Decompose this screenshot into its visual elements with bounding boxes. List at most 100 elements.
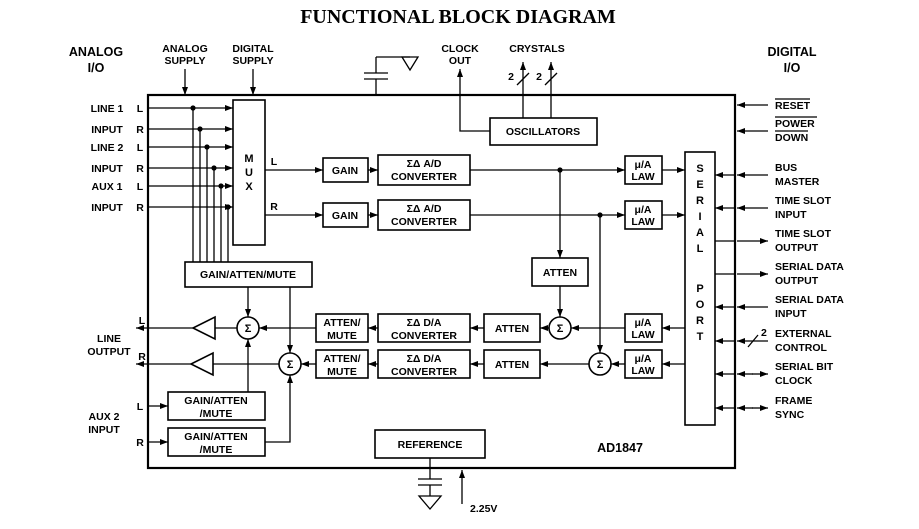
- line1-r-label: R: [136, 124, 144, 136]
- mux-letter-x: X: [245, 181, 253, 193]
- port-to-law-wires: [571, 325, 685, 367]
- serial-data-output-label-1: SERIAL DATA: [775, 261, 844, 273]
- external-control-bus-width: 2: [761, 327, 767, 339]
- law-label-adc-r-2: LAW: [631, 216, 654, 228]
- serial-data-output-label-2: OUTPUT: [775, 275, 819, 287]
- line1-input-label-2: INPUT: [91, 124, 123, 136]
- law-label-dac-l-2: LAW: [631, 329, 654, 341]
- reset-label: RESET: [775, 100, 811, 112]
- analog-input-lines: [148, 105, 233, 210]
- time-slot-output-label-2: OUTPUT: [775, 242, 819, 254]
- oscillators-block: [489, 117, 598, 146]
- dac-to-attenmute-wires: [368, 325, 378, 367]
- attenmute-to-sum-wires: [259, 325, 316, 367]
- crystal-bus-width-left: 2: [508, 71, 514, 83]
- aux1-input-label-2: INPUT: [91, 202, 123, 214]
- atten-mute-label-r-1: ATTEN/: [323, 353, 360, 365]
- oscillators-label: OSCILLATORS: [506, 126, 580, 138]
- line1-l-label: L: [137, 103, 144, 115]
- line2-input-label-2: INPUT: [91, 163, 123, 175]
- external-control-label-1: EXTERNAL: [775, 328, 832, 340]
- chip-name-label: AD1847: [597, 441, 643, 455]
- sigma-label: Σ: [287, 359, 294, 371]
- time-slot-output-label-1: TIME SLOT: [775, 228, 832, 240]
- aux2-gain-block-l: [167, 391, 266, 421]
- sum-to-atten-wires: [540, 325, 589, 367]
- atten-to-dac-wires: [470, 325, 484, 367]
- aux2-l-label: L: [137, 401, 144, 413]
- chip-boundary: [146, 93, 737, 470]
- dac-label-l-2: CONVERTER: [391, 330, 457, 342]
- mux-letter-u: U: [245, 167, 253, 179]
- power-down-label-2: DOWN: [775, 132, 808, 144]
- law-label-adc-r-1: μ/A: [635, 204, 652, 216]
- line2-input-label-1: LINE 2: [91, 142, 124, 154]
- gain-label-r: GAIN: [332, 210, 358, 222]
- monitor-tap-wires: [190, 105, 231, 262]
- aux2-gain-label-l-2: /MUTE: [200, 408, 233, 420]
- aux2-r-label: R: [136, 437, 144, 449]
- clock-out-label-1: CLOCK: [441, 43, 479, 55]
- analog-supply-label-1: ANALOG: [162, 43, 208, 55]
- atten-mute-block-r: [315, 349, 369, 379]
- serial-data-input-label-2: INPUT: [775, 308, 807, 320]
- reference-block: [374, 429, 486, 459]
- serial-port-letter: P: [696, 283, 703, 295]
- reference-capacitor-icon: [418, 458, 442, 496]
- aux2-gain-block-r: [167, 427, 266, 457]
- gain-atten-mute-label: GAIN/ATTEN/MUTE: [200, 269, 296, 281]
- line2-r-label: R: [136, 163, 144, 175]
- analog-supply-label-2: SUPPLY: [164, 55, 205, 67]
- aux2-gain-label-r-2: /MUTE: [200, 444, 233, 456]
- gain-block-r: [322, 202, 369, 228]
- serial-port-letter: S: [696, 163, 703, 175]
- law-label-adc-l-1: μ/A: [635, 159, 652, 171]
- atten-label-dac-l: ATTEN: [495, 323, 529, 335]
- sigma-label: Σ: [245, 323, 252, 335]
- serial-port-letter: R: [696, 315, 704, 327]
- crystal-bus-width-right: 2: [536, 71, 542, 83]
- bus-master-label-2: MASTER: [775, 176, 820, 188]
- atten-block-dac-r: [483, 349, 541, 379]
- page-title: FUNCTIONAL BLOCK DIAGRAM: [300, 6, 616, 28]
- serial-bit-clock-label-2: CLOCK: [775, 375, 813, 387]
- digital-io-label-1: DIGITAL: [767, 45, 816, 59]
- mux-letter-m: M: [244, 153, 253, 165]
- dac-block-r: [377, 349, 471, 379]
- ground-icon-top: [400, 56, 420, 72]
- serial-bit-clock-label-1: SERIAL BIT: [775, 361, 834, 373]
- aux2-to-sum-wires: [245, 339, 293, 443]
- analog-io-label-2: I/O: [88, 61, 105, 75]
- gain-to-adc-wires: [368, 167, 378, 218]
- line2-l-label: L: [137, 142, 144, 154]
- gam-to-sum-wires: [245, 287, 293, 353]
- analog-io-label-1: ANALOG: [69, 45, 123, 59]
- serial-port-letter: O: [696, 299, 705, 311]
- bypass-capacitor-icon: [364, 56, 410, 95]
- aux2-gain-label-r-1: GAIN/ATTEN: [184, 431, 247, 443]
- atten-label-monitor: ATTEN: [543, 267, 577, 279]
- aux1-l-label: L: [137, 181, 144, 193]
- clock-out-inner-wire: [459, 95, 490, 132]
- aux2-gain-label-l-1: GAIN/ATTEN: [184, 395, 247, 407]
- line-output-l-label: L: [139, 315, 146, 327]
- time-slot-input-label-2: INPUT: [775, 209, 807, 221]
- serial-port-letter: A: [696, 227, 704, 239]
- serial-port-letter: E: [696, 179, 703, 191]
- aux2-input-label-2: INPUT: [88, 424, 120, 436]
- serial-port-letter: T: [697, 331, 704, 343]
- atten-mute-label-r-2: MUTE: [327, 366, 357, 378]
- output-amp-l: [191, 315, 216, 341]
- output-wires: [136, 325, 279, 367]
- bus-slash-icon: [516, 72, 530, 86]
- atten-mute-label-l-2: MUTE: [327, 330, 357, 342]
- gain-label-l: GAIN: [332, 165, 358, 177]
- time-slot-input-label-1: TIME SLOT: [775, 195, 832, 207]
- dac-label-r-2: CONVERTER: [391, 366, 457, 378]
- line1-input-label-1: LINE 1: [91, 103, 124, 115]
- serial-port-letter: R: [696, 195, 704, 207]
- bus-slash-icon: [747, 334, 759, 348]
- bus-slash-icon: [544, 72, 558, 86]
